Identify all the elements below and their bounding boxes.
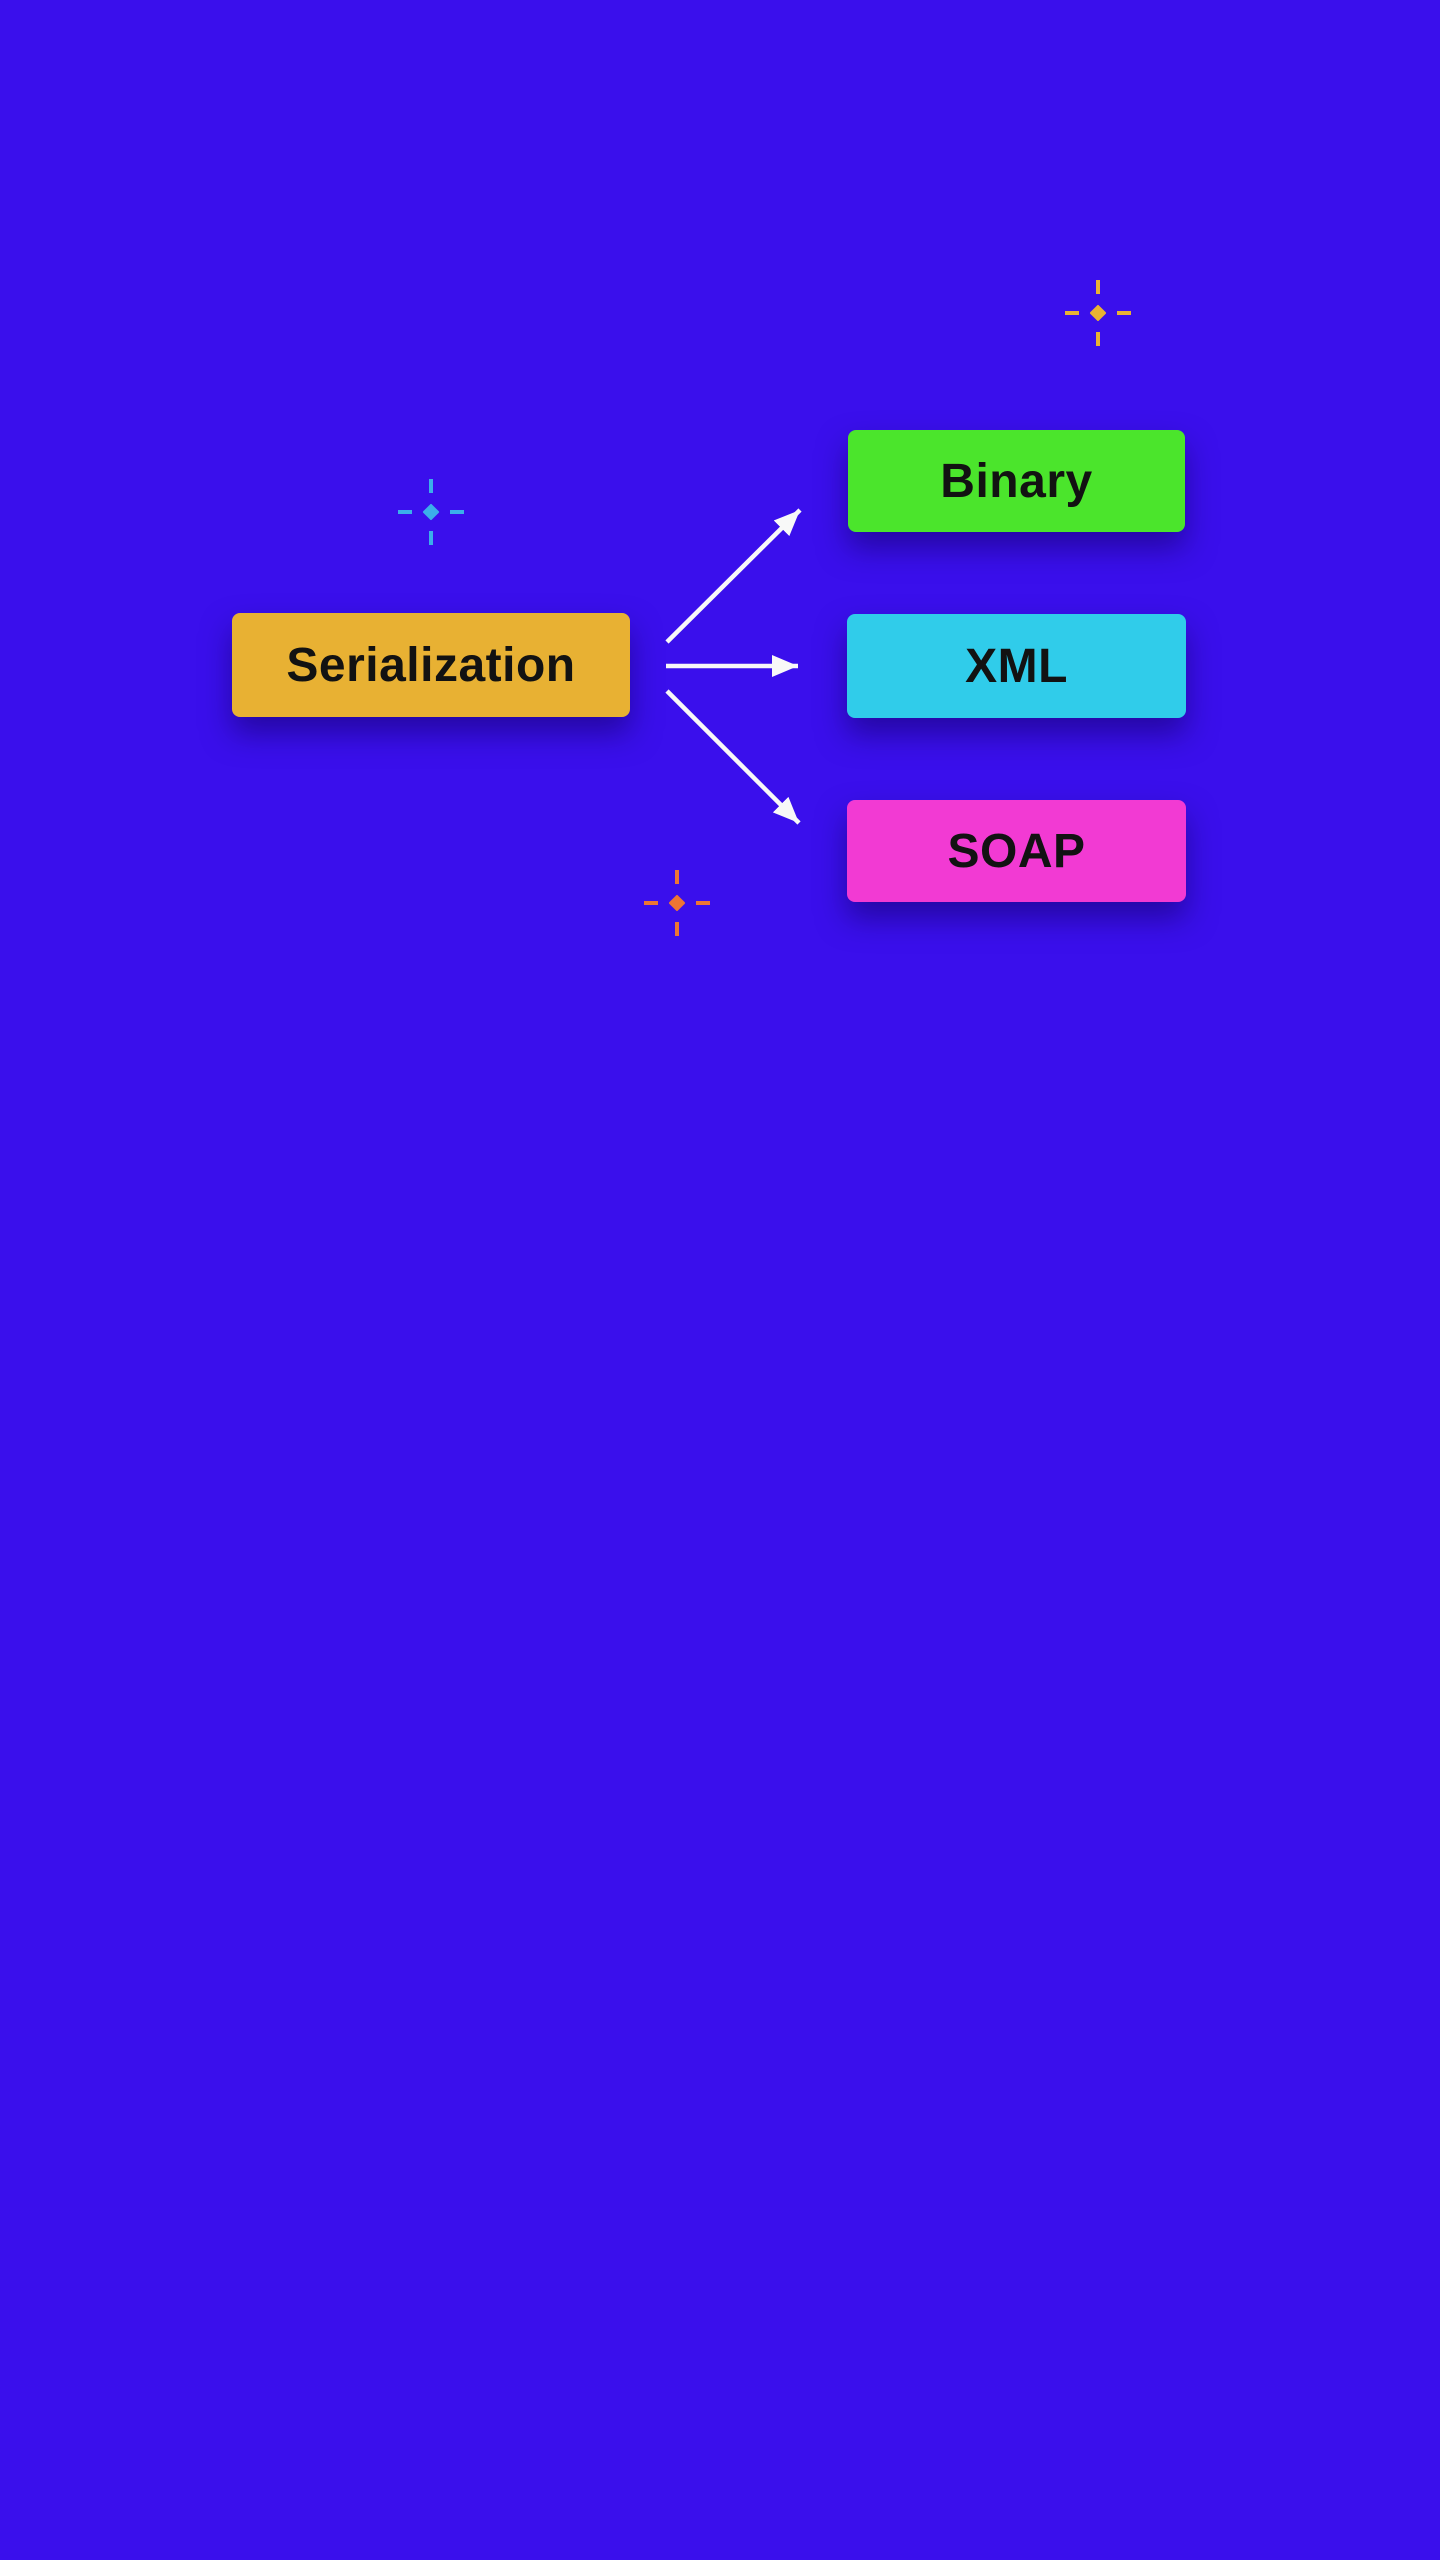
sparkle-dash-right <box>450 510 464 514</box>
sparkle-orange-icon <box>644 870 710 936</box>
sparkle-diamond <box>668 894 686 912</box>
sparkle-dash-right <box>1117 311 1131 315</box>
node-xml-label: XML <box>965 639 1068 693</box>
sparkle-dash-bottom <box>675 922 679 936</box>
sparkle-dash-left <box>398 510 412 514</box>
node-binary: Binary <box>848 430 1185 532</box>
sparkle-dash-right <box>696 901 710 905</box>
sparkle-diamond <box>1089 304 1107 322</box>
node-xml: XML <box>847 614 1186 718</box>
sparkle-yellow-icon <box>1065 280 1131 346</box>
edge-serialization-soap <box>665 689 801 825</box>
sparkle-dash-top <box>429 479 433 493</box>
sparkle-dash-bottom <box>429 531 433 545</box>
node-soap-label: SOAP <box>947 824 1086 878</box>
node-binary-label: Binary <box>940 454 1093 508</box>
sparkle-cyan-icon <box>398 479 464 545</box>
sparkle-dash-bottom <box>1096 332 1100 346</box>
sparkle-dash-top <box>675 870 679 884</box>
sparkle-dash-left <box>1065 311 1079 315</box>
node-soap: SOAP <box>847 800 1186 902</box>
sparkle-diamond <box>422 503 440 521</box>
sparkle-dash-left <box>644 901 658 905</box>
node-serialization-label: Serialization <box>286 638 576 692</box>
edge-serialization-binary <box>665 508 802 644</box>
node-serialization: Serialization <box>232 613 630 717</box>
sparkle-dash-top <box>1096 280 1100 294</box>
